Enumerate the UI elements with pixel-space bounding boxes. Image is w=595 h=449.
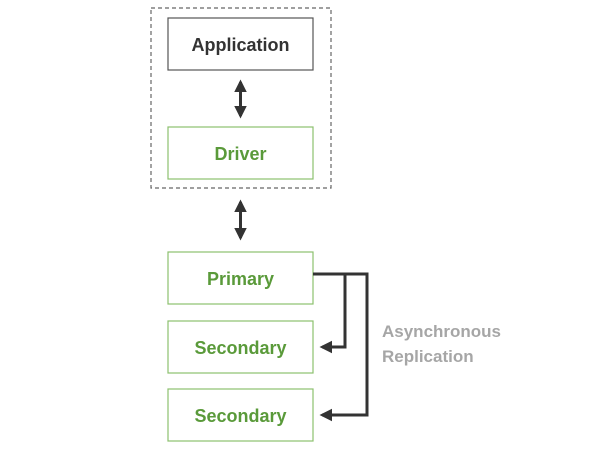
secondary-node-1: Secondary [167,320,314,374]
secondary-label-1: Secondary [194,338,286,358]
driver-label: Driver [214,144,266,164]
replication-arrow-inner [319,274,347,354]
secondary-label-2: Secondary [194,406,286,426]
replication-arrow-outer [313,272,369,422]
primary-node: Primary [167,251,314,305]
async-replication-line1: Asynchronous [382,322,501,341]
async-replication-line2: Replication [382,347,474,366]
driver-node: Driver [167,126,314,180]
primary-label: Primary [207,269,274,289]
client-boundary [150,7,332,189]
secondary-node-2: Secondary [167,388,314,442]
application-node: Application [167,17,314,71]
application-label: Application [192,35,290,55]
